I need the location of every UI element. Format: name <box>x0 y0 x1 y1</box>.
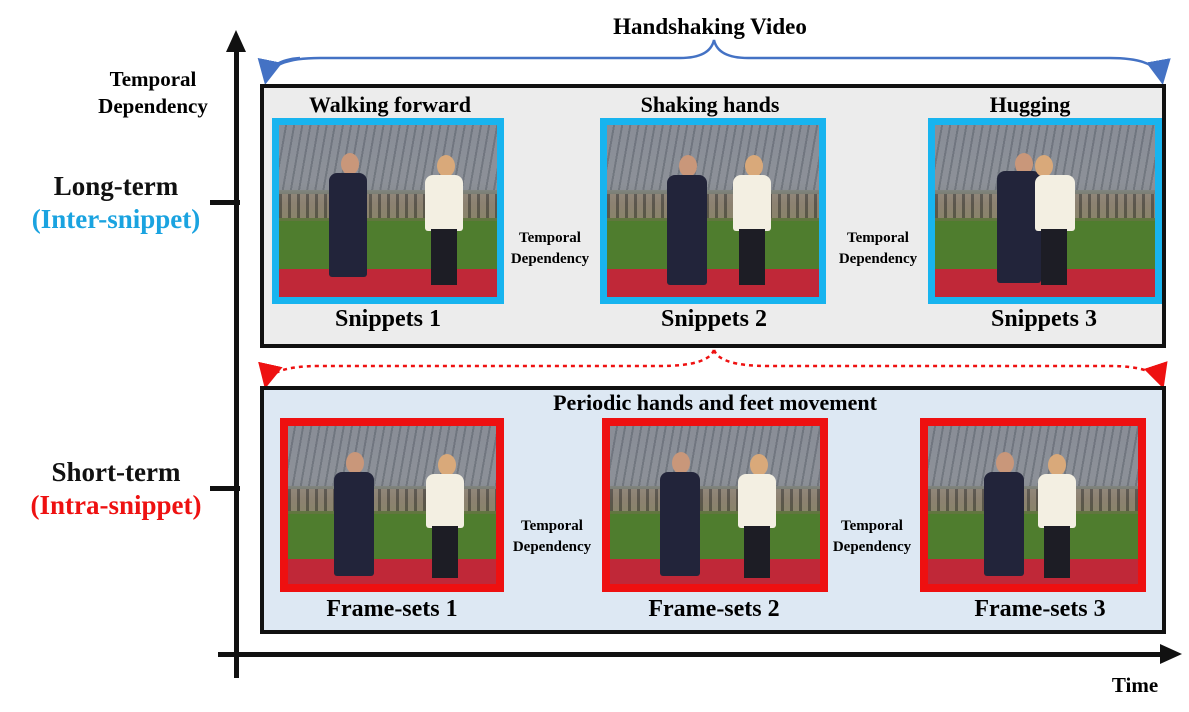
short-term-name: Short-term <box>51 457 181 487</box>
diagram-title: Handshaking Video <box>613 14 807 39</box>
y-axis <box>234 48 239 678</box>
frame-set-3 <box>920 418 1146 592</box>
bottom-dependency-label-1: Temporal Dependency <box>512 518 592 555</box>
long-term-name: Long-term <box>53 171 179 201</box>
y-axis-label: Temporal Dependency <box>98 67 208 118</box>
long-term-tick <box>210 200 240 205</box>
frame-set-caption-1: Frame-sets 1 <box>326 596 458 622</box>
short-term-label: Short-term (Intra-snippet) <box>0 456 232 522</box>
snippet-caption-3: Snippets 3 <box>990 306 1098 332</box>
periodic-movement-heading: Periodic hands and feet movement <box>553 390 877 415</box>
x-axis <box>218 652 1163 657</box>
snippet-frame-1 <box>272 118 504 304</box>
frame-set-caption-3: Frame-sets 3 <box>974 596 1106 622</box>
short-term-tick <box>210 486 240 491</box>
snippet-brace <box>258 349 716 389</box>
y-axis-arrowhead <box>226 30 246 52</box>
action-label-3: Hugging <box>989 92 1071 117</box>
frame-set-caption-2: Frame-sets 2 <box>648 596 780 622</box>
long-term-label: Long-term (Inter-snippet) <box>0 170 232 236</box>
top-dependency-label-1: Temporal Dependency <box>510 230 590 267</box>
x-axis-arrowhead <box>1160 644 1182 664</box>
intra-snippet-label: (Intra-snippet) <box>30 490 202 520</box>
action-label-2: Shaking hands <box>640 92 780 117</box>
inter-snippet-label: (Inter-snippet) <box>31 204 201 234</box>
snippet-frame-2 <box>600 118 826 304</box>
bottom-dependency-label-2: Temporal Dependency <box>832 518 912 555</box>
top-dependency-label-2: Temporal Dependency <box>838 230 918 267</box>
snippet-frame-3 <box>928 118 1162 304</box>
x-axis-label: Time <box>1111 673 1159 697</box>
snippet-caption-2: Snippets 2 <box>660 306 768 332</box>
snippet-caption-1: Snippets 1 <box>334 306 442 332</box>
action-label-1: Walking forward <box>309 92 471 117</box>
frame-set-2 <box>602 418 828 592</box>
video-brace <box>264 39 1171 85</box>
frame-set-1 <box>280 418 504 592</box>
